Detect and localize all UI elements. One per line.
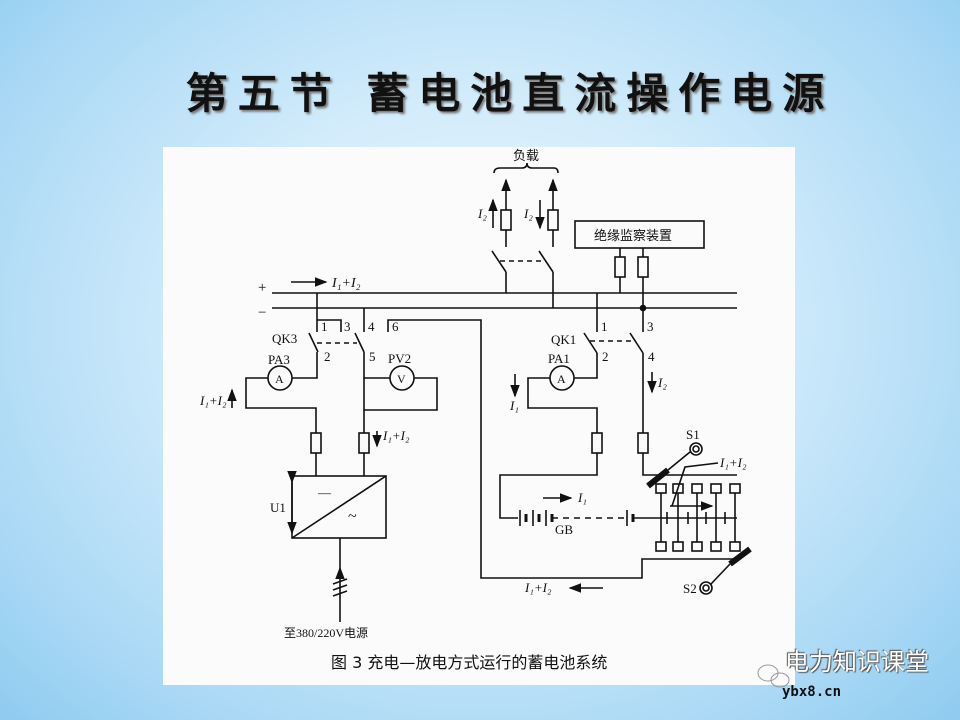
- fuse: [310, 432, 322, 454]
- fuse: [358, 432, 370, 454]
- fuse: [547, 209, 559, 231]
- qk3-blade-1: [308, 332, 319, 353]
- qk3-blade-2: [354, 332, 365, 353]
- qk1-blade-1: [583, 332, 598, 354]
- terminal-label: 1: [601, 319, 608, 334]
- fuse: [500, 209, 512, 231]
- voltmeter-symbol: V: [397, 372, 406, 386]
- current-label: I₁+I₂: [719, 455, 747, 470]
- ammeter-pa3: [267, 365, 293, 391]
- pa3-label: PA3: [268, 352, 290, 367]
- watermark-site: ybx8.cn: [782, 684, 842, 700]
- load-label: 负载: [513, 148, 539, 163]
- pv2-label: PV2: [388, 351, 411, 366]
- insulation-monitor-label: 绝缘监察装置: [594, 228, 672, 243]
- power-source-label: 至380/220V电源: [284, 626, 368, 640]
- voltmeter-pv2: [389, 365, 415, 391]
- watermark-name: 电力知识课堂: [785, 648, 929, 676]
- ammeter-symbol: A: [557, 372, 566, 386]
- brush-s2-label: S2: [683, 581, 697, 596]
- positive-bus-label: +: [258, 280, 266, 296]
- battery-branch: [499, 293, 752, 595]
- qk1-blade-2: [629, 332, 644, 354]
- brush-s2: [728, 546, 752, 567]
- battery-label: GB: [555, 522, 573, 537]
- terminal-label: 2: [324, 349, 331, 364]
- slide-title: 第五节 蓄电池直流操作电源: [185, 69, 835, 118]
- current-label: I₁: [509, 398, 519, 413]
- bus-current-label: I₁+I₂: [331, 276, 361, 291]
- current-label: I₂: [523, 206, 533, 221]
- terminal-label: 4: [648, 349, 655, 364]
- current-label: I₁+I₂: [382, 428, 410, 443]
- terminal-label: 3: [647, 319, 654, 334]
- ammeter-pa1: [549, 365, 575, 391]
- converter-dc-symbol: —: [317, 485, 332, 500]
- charger-branch: [227, 293, 737, 622]
- wechat-icon: [757, 664, 790, 688]
- current-label: I₂: [657, 375, 667, 390]
- brush-s1-knob: [689, 442, 703, 456]
- current-label: I₁+I₂: [524, 580, 552, 595]
- figure-caption: 图 3 充电—放电方式运行的蓄电池系统: [331, 653, 607, 672]
- fuse: [591, 432, 603, 454]
- current-label: I₁: [577, 490, 587, 505]
- insulation-monitor-box: [574, 220, 705, 249]
- current-label: I₂: [477, 206, 487, 221]
- terminal-label: 4: [368, 319, 375, 334]
- fuse: [637, 432, 649, 454]
- ammeter-symbol: A: [275, 372, 284, 386]
- negative-bus-label: −: [258, 305, 266, 321]
- qk3-label: QK3: [272, 331, 297, 346]
- terminal-label: 3: [344, 319, 351, 334]
- qk1-label: QK1: [551, 332, 576, 347]
- brush-s2-knob: [699, 581, 713, 595]
- converter-ac-symbol: ~: [348, 508, 357, 525]
- terminal-label: 2: [602, 349, 609, 364]
- diagram-panel: [163, 147, 795, 685]
- current-label: I₁+I₂: [199, 393, 227, 408]
- converter-label: U1: [270, 500, 286, 515]
- terminal-label: 5: [369, 349, 376, 364]
- junction-dot: [639, 304, 647, 312]
- load-branch: [488, 162, 559, 308]
- brush-s1-label: S1: [686, 427, 700, 442]
- fuse: [614, 256, 626, 278]
- brush-s1: [646, 467, 670, 489]
- terminal-label: 1: [321, 319, 328, 334]
- terminal-label: 6: [392, 319, 399, 334]
- pa1-label: PA1: [548, 351, 570, 366]
- fuse: [637, 256, 649, 278]
- battery-gb: [519, 510, 737, 526]
